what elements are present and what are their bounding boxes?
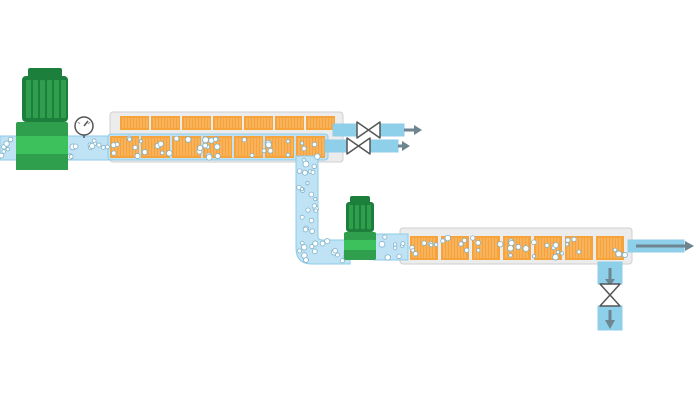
booster-pump[interactable]: [344, 196, 376, 260]
centrifugal-pump-icon[interactable]: [16, 68, 68, 170]
feed-pump[interactable]: [16, 68, 68, 170]
membrane-module: [472, 236, 500, 260]
arrow-right-icon: [685, 241, 694, 251]
bubbles: [0, 135, 628, 264]
permeate-outlet-upper: [332, 123, 422, 137]
membrane-module: [244, 116, 273, 130]
valve-upper[interactable]: [356, 121, 381, 139]
membrane-module: [296, 136, 325, 158]
butterfly-valve-icon[interactable]: [356, 121, 381, 139]
stage2-outlet-down: [597, 261, 623, 331]
butterfly-valve-icon[interactable]: [599, 283, 621, 307]
butterfly-valve-icon[interactable]: [346, 137, 371, 155]
valve-lower[interactable]: [346, 137, 371, 155]
valve-down[interactable]: [599, 283, 621, 307]
membrane-module: [213, 116, 242, 130]
membrane-module: [151, 116, 180, 130]
stage1-upper-modules: [120, 116, 335, 130]
membrane-module: [306, 116, 335, 130]
booster-pump-icon[interactable]: [344, 196, 376, 260]
membrane-module: [182, 116, 211, 130]
stage2-outlet-right: [627, 239, 694, 253]
arrow-down-icon: [605, 320, 615, 329]
pressure-gauge[interactable]: [74, 116, 94, 138]
membrane-module: [275, 116, 304, 130]
concentrate-outlet-lower: [324, 139, 410, 153]
arrow-right-icon: [414, 125, 422, 135]
arrow-right-icon: [402, 141, 410, 151]
membrane-module: [120, 116, 149, 130]
membrane-module: [234, 136, 263, 158]
